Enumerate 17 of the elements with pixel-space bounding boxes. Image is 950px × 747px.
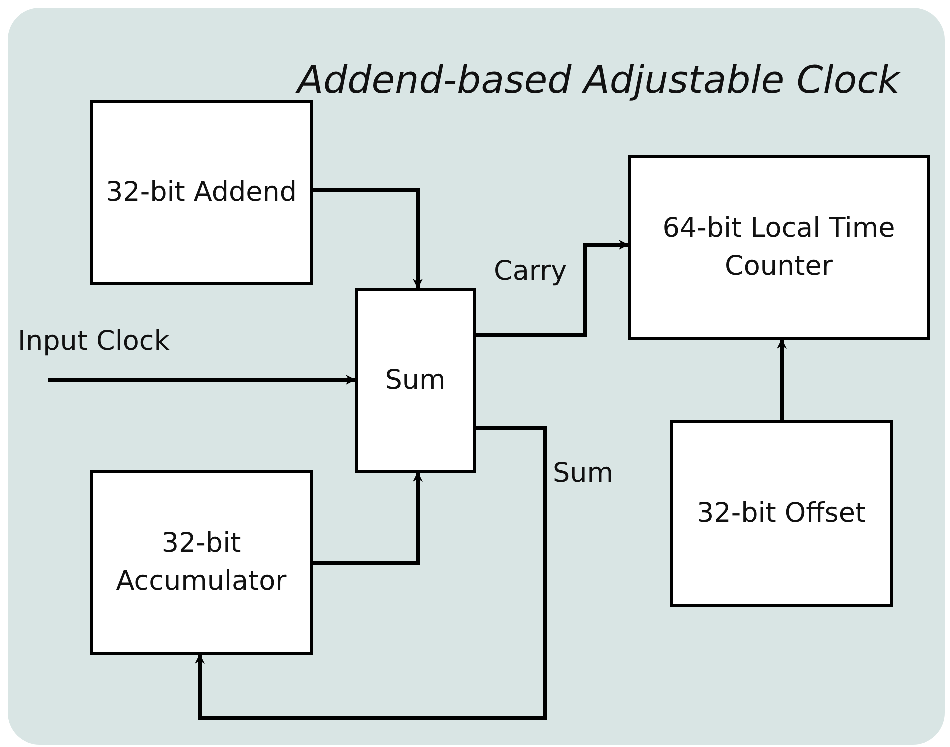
box-label: Sum bbox=[385, 364, 446, 398]
process-box bbox=[90, 470, 313, 655]
box-label: 64-bit Local Time Counter bbox=[662, 212, 896, 284]
box-label: 32-bit Offset bbox=[696, 496, 866, 531]
process-box bbox=[628, 155, 930, 340]
arrow bbox=[48, 375, 356, 385]
arrow bbox=[777, 339, 787, 420]
process-box bbox=[355, 288, 476, 473]
arrow bbox=[195, 426, 547, 720]
process-box bbox=[90, 100, 313, 285]
process-box bbox=[670, 420, 893, 607]
box-label: 32-bit Accumulator bbox=[115, 526, 288, 598]
arrow bbox=[313, 472, 423, 565]
arrow bbox=[313, 188, 423, 289]
box-label: 32-bit Addend bbox=[106, 176, 298, 210]
diagram-title: Addend-based Adjustable Clock bbox=[298, 58, 900, 102]
arrow bbox=[476, 240, 629, 337]
